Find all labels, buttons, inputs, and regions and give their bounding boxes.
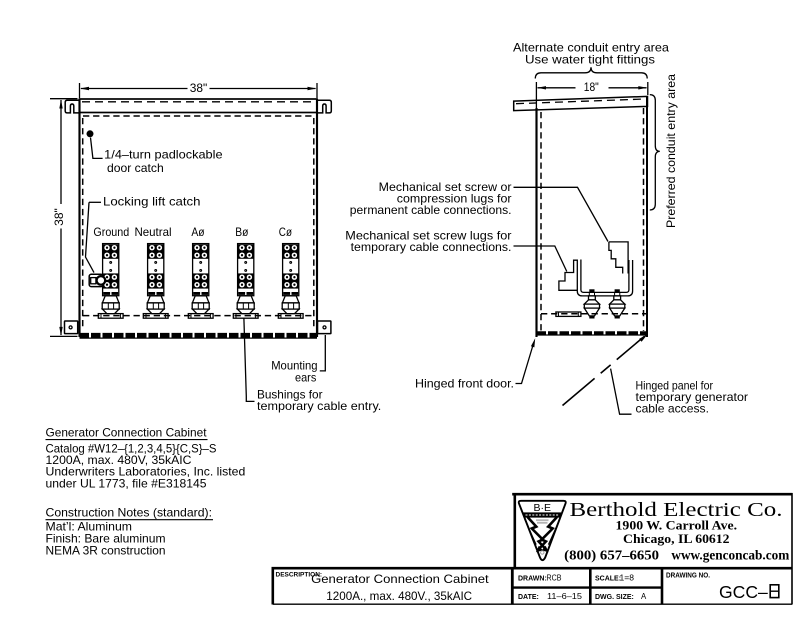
- svg-text:Finish: Bare aluminum: Finish: Bare aluminum: [46, 533, 166, 546]
- svg-text:11–6–15: 11–6–15: [547, 592, 583, 601]
- svg-text:permanent cable connections.: permanent cable connections.: [350, 204, 512, 217]
- svg-text:38": 38": [190, 81, 208, 95]
- svg-text:B·E: B·E: [534, 502, 552, 514]
- svg-text:DATE:: DATE:: [518, 594, 539, 601]
- svg-text:1900 W. Carroll Ave.: 1900 W. Carroll Ave.: [616, 518, 738, 533]
- svg-text:temporary cable entry.: temporary cable entry.: [257, 400, 381, 413]
- svg-text:cable access.: cable access.: [636, 402, 710, 415]
- svg-text:Cø: Cø: [279, 226, 292, 239]
- svg-text:DESCRIPTION:: DESCRIPTION:: [276, 572, 323, 579]
- svg-text:DRAWING NO.: DRAWING NO.: [666, 573, 710, 580]
- svg-text:Generator Connection Cabinet: Generator Connection Cabinet: [46, 427, 208, 440]
- svg-text:temporary cable connections.: temporary cable connections.: [351, 241, 512, 254]
- svg-text:RCB: RCB: [547, 573, 562, 582]
- svg-text:Alternate conduit entry area: Alternate conduit entry area: [513, 41, 670, 54]
- svg-text:NEMA 3R construction: NEMA 3R construction: [46, 544, 166, 557]
- svg-text:www.genconcab.com: www.genconcab.com: [671, 547, 790, 562]
- svg-text:GCC–: GCC–: [719, 582, 768, 602]
- svg-text:38": 38": [52, 208, 66, 226]
- svg-text:1200A., max. 480V., 35kAIC: 1200A., max. 480V., 35kAIC: [326, 590, 472, 603]
- svg-text:Aø: Aø: [191, 226, 204, 239]
- svg-text:Mat’l: Aluminum: Mat’l: Aluminum: [46, 521, 133, 534]
- svg-text:Locking lift catch: Locking lift catch: [103, 196, 201, 209]
- svg-text:Bø: Bø: [235, 226, 248, 239]
- svg-text:18": 18": [584, 80, 599, 94]
- svg-text:compression lugs for: compression lugs for: [397, 192, 512, 205]
- svg-text:1=8: 1=8: [620, 573, 635, 582]
- svg-text:Use water tight fittings: Use water tight fittings: [525, 53, 655, 66]
- svg-text:Hinged panel for: Hinged panel for: [636, 379, 714, 392]
- svg-text:1/4–turn padlockable: 1/4–turn padlockable: [104, 149, 222, 162]
- svg-text:Generator Connection Cabinet: Generator Connection Cabinet: [311, 573, 489, 586]
- svg-text:door catch: door catch: [107, 162, 164, 175]
- svg-text:Ground: Ground: [93, 226, 129, 239]
- svg-text:Berthold Electric Co.: Berthold Electric Co.: [570, 499, 783, 521]
- svg-text:Neutral: Neutral: [134, 226, 171, 239]
- svg-text:A: A: [641, 592, 647, 601]
- svg-text:ears: ears: [295, 371, 316, 384]
- svg-text:DWG. SIZE:: DWG. SIZE:: [595, 594, 634, 601]
- svg-text:DRAWN:: DRAWN:: [518, 575, 547, 582]
- svg-text:Mounting: Mounting: [271, 359, 317, 372]
- svg-text:Catalog #W12–{1,2,3,4,5}{C,S}–: Catalog #W12–{1,2,3,4,5}{C,S}–S: [46, 442, 217, 455]
- svg-text:1200A, max. 480V, 35kAIC: 1200A, max. 480V, 35kAIC: [46, 454, 192, 467]
- svg-text:Hinged front door.: Hinged front door.: [415, 377, 514, 390]
- svg-text:Mechanical set screw lugs for: Mechanical set screw lugs for: [345, 229, 511, 242]
- svg-text:Preferred conduit entry area: Preferred conduit entry area: [665, 73, 678, 228]
- svg-text:(800) 657–6650: (800) 657–6650: [564, 547, 659, 562]
- svg-text:Bushings for: Bushings for: [257, 389, 323, 402]
- svg-text:Underwriters Laboratories, Inc: Underwriters Laboratories, Inc. listed: [46, 466, 246, 479]
- svg-text:Mechanical set screw or: Mechanical set screw or: [379, 181, 512, 194]
- svg-text:under UL 1773, file #E318145: under UL 1773, file #E318145: [46, 478, 207, 491]
- svg-text:Construction Notes (standard):: Construction Notes (standard):: [46, 507, 213, 520]
- svg-text:SCALE:: SCALE:: [595, 575, 621, 582]
- svg-text:Chicago, IL 60612: Chicago, IL 60612: [623, 531, 730, 546]
- svg-text:temporary generator: temporary generator: [636, 391, 749, 404]
